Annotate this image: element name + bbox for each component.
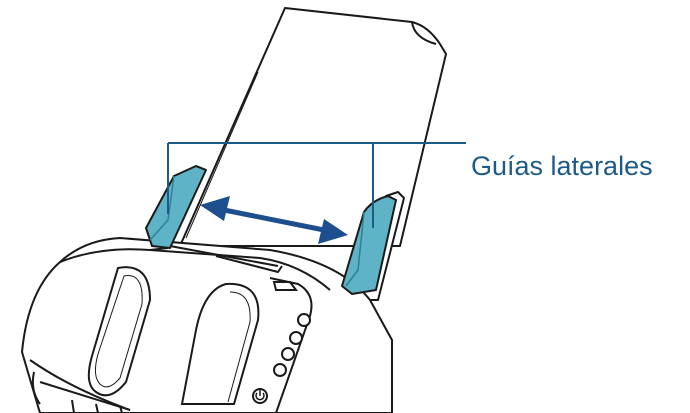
panel-button-4[interactable] [274,364,286,376]
panel-button-2[interactable] [290,332,302,344]
side-guides-label: Guías laterales [471,150,653,182]
panel-button-1[interactable] [298,314,310,326]
panel-button-3[interactable] [282,348,294,360]
scanner-body [22,238,392,413]
